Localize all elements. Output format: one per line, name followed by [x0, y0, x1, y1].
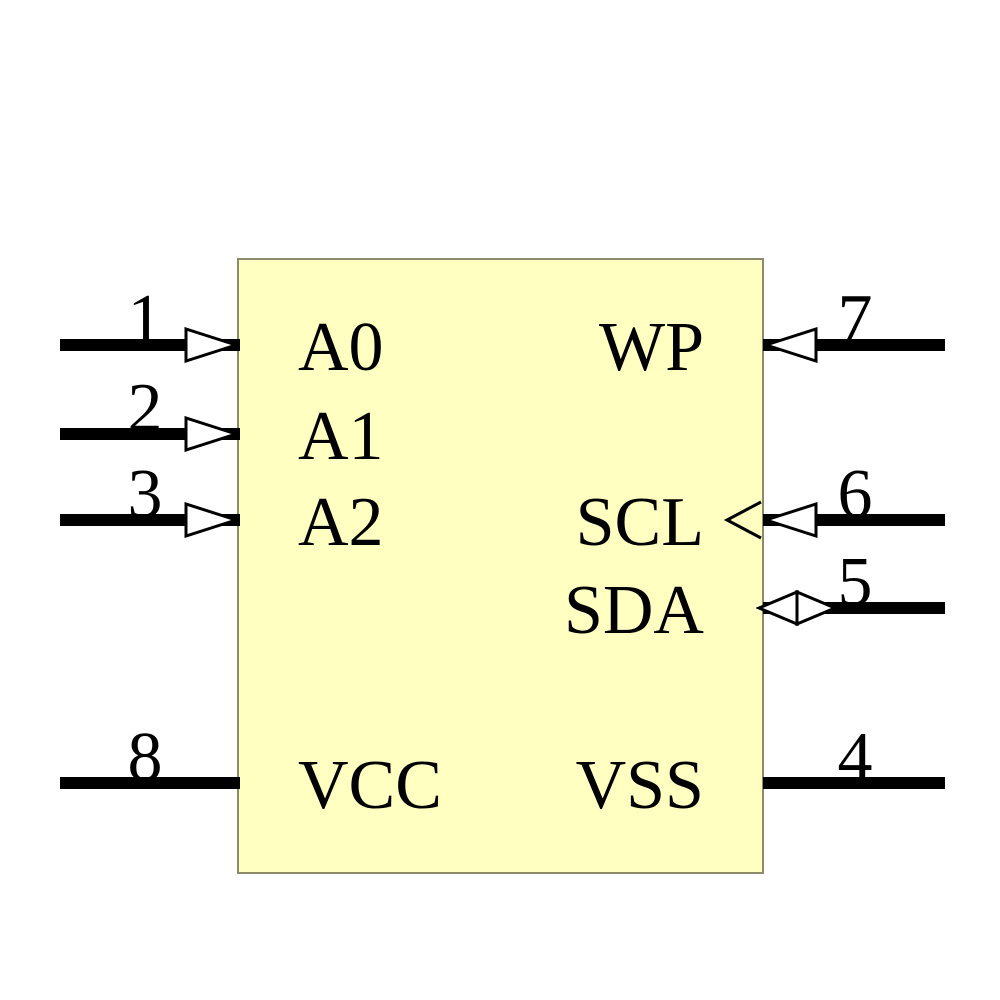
input-arrow-icon — [764, 327, 818, 363]
bidirectional-arrow-icon — [756, 590, 838, 626]
pin-7-label: WP — [599, 309, 704, 386]
pin-5-label: SDA — [563, 572, 704, 649]
pin-2-label: A1 — [298, 398, 384, 475]
pin-2-number: 2 — [127, 370, 163, 447]
pin-8-wire[interactable] — [60, 777, 240, 789]
pin-8-label: VCC — [298, 747, 442, 824]
pin-1-label: A0 — [298, 309, 384, 386]
pin-7-number: 7 — [837, 281, 873, 358]
input-arrow-icon — [184, 327, 238, 363]
pin-4-label: VSS — [575, 747, 704, 824]
input-arrow-icon — [764, 502, 818, 538]
pin-1-number: 1 — [127, 281, 163, 358]
ic-body[interactable] — [237, 258, 764, 874]
pin-4-number: 4 — [837, 719, 873, 796]
pin-4-wire[interactable] — [763, 777, 945, 789]
pin-3-label: A2 — [298, 484, 384, 561]
clock-icon — [723, 500, 762, 540]
pin-6-number: 6 — [837, 456, 873, 533]
pin-5-number: 5 — [837, 544, 873, 621]
pin-6-label: SCL — [575, 484, 704, 561]
pin-3-number: 3 — [127, 456, 163, 533]
pin-8-number: 8 — [127, 719, 163, 796]
input-arrow-icon — [184, 502, 238, 538]
input-arrow-icon — [184, 416, 238, 452]
